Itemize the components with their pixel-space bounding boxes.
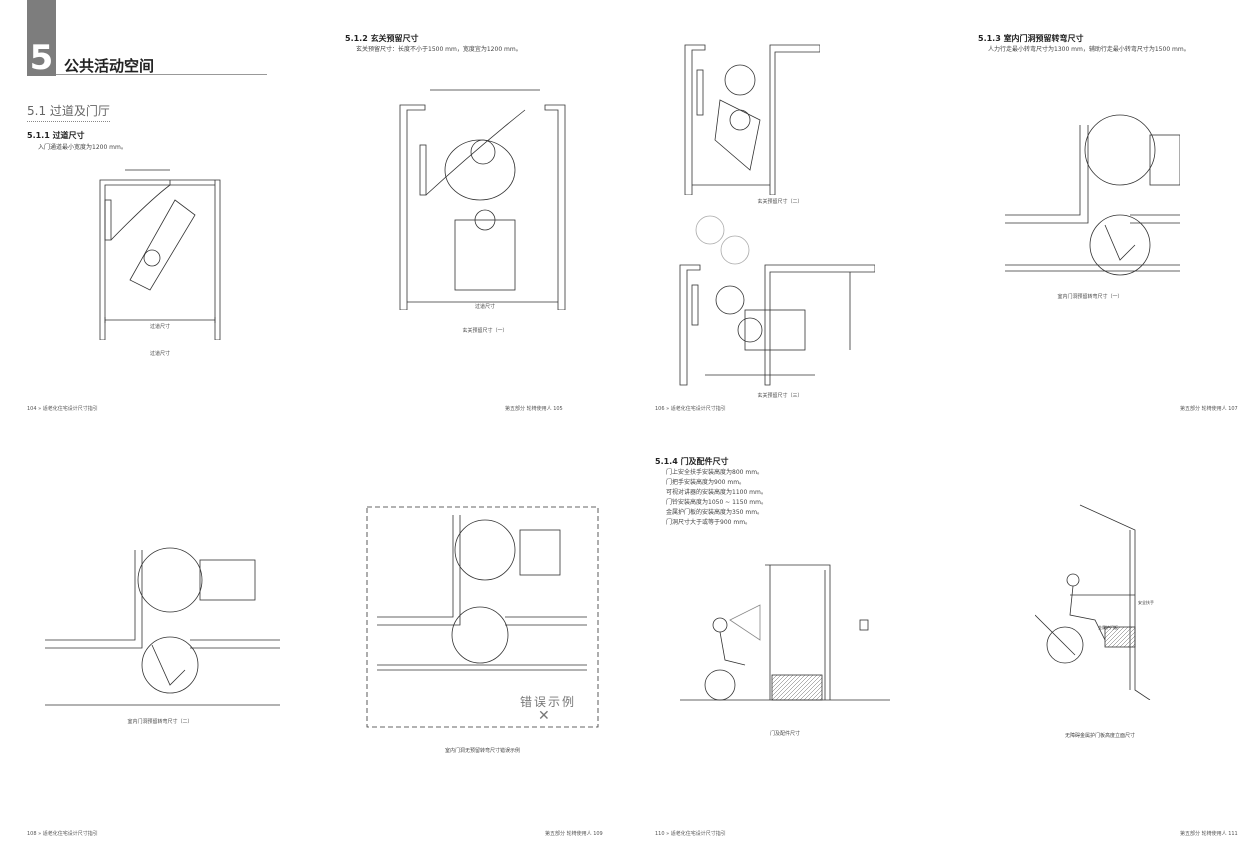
figure-caption: 无障碍金属护门板高度立面尺寸 <box>1064 733 1135 739</box>
footer-right: 第五部分 轮椅使用人 105 <box>505 406 563 412</box>
figure-caption: 过道尺寸 <box>149 351 170 357</box>
figure-caption: 室内门洞预留转弯尺寸（二） <box>127 719 193 725</box>
section-title: 5.1 过道及门厅 <box>27 102 110 122</box>
divider <box>56 74 267 75</box>
footer-left: 104 » 适老化住宅设计尺寸指引 <box>27 406 98 412</box>
chapter-number-block <box>27 0 56 76</box>
chapter-title: 公共活动空间 <box>64 57 155 75</box>
footer-left: 110 » 适老化住宅设计尺寸指引 <box>655 831 726 837</box>
subsection-text-list: 门上安全扶手安装高度为800 mm。 门把手安装高度为900 mm。 可视对讲器… <box>666 468 767 528</box>
chapter-number: 5 <box>29 38 54 78</box>
metal-plate-drawing <box>1035 504 1151 700</box>
turn-drawing-2 <box>45 547 280 706</box>
footer-left: 106 » 适老化住宅设计尺寸指引 <box>655 406 726 412</box>
subsection-title: 5.1.2 玄关预留尺寸 <box>345 34 419 43</box>
turn-drawing-1 <box>1005 114 1180 276</box>
dimension-label: 过道尺寸 <box>149 324 170 330</box>
subsection-text: 玄关预留尺寸：长度不小于1500 mm，宽度宜为1200 mm。 <box>356 46 522 53</box>
subsection-title: 5.1.3 室内门洞预留转弯尺寸 <box>978 34 1084 43</box>
text-line: 门铃安装高度为1050 ~ 1150 mm。 <box>666 499 767 506</box>
foyer-drawing-3 <box>679 215 875 386</box>
text-line: 门洞尺寸大于或等于900 mm。 <box>666 519 752 526</box>
text-line: 金属护门板的安装高度为350 mm。 <box>666 509 764 516</box>
wrong-example-label: 错误示例 <box>520 695 577 709</box>
subsection-title: 5.1.1 过道尺寸 <box>27 131 85 140</box>
footer-left: 108 » 适老化住宅设计尺寸指引 <box>27 831 98 837</box>
figure-caption: 玄关预留尺寸（二） <box>757 199 803 205</box>
foyer-drawing-2 <box>684 44 820 195</box>
wrong-mark-icon: ✕ <box>538 708 550 724</box>
footer-right: 第五部分 轮椅使用人 109 <box>545 831 603 837</box>
figure-caption: 门及配件尺寸 <box>769 731 800 737</box>
corridor-drawing <box>99 169 221 340</box>
foyer-drawing-1 <box>399 89 566 310</box>
subsection-title: 5.1.4 门及配件尺寸 <box>655 457 729 466</box>
figure-caption: 室内门洞预留转弯尺寸（一） <box>1057 294 1123 300</box>
dimension-label: 过道尺寸 <box>474 304 495 310</box>
text-line: 可视对讲器的安装高度为1100 mm。 <box>666 489 767 496</box>
text-line: 门把手安装高度为900 mm。 <box>666 479 746 486</box>
figure-caption: 玄关预留尺寸（一） <box>462 328 508 334</box>
figure-caption: 玄关预留尺寸（三） <box>757 393 803 399</box>
subsection-text: 人力行走最小转弯尺寸为1300 mm，辅助行走最小转弯尺寸为1500 mm。 <box>988 46 1190 53</box>
wrong-example-drawing <box>366 506 599 728</box>
door-elevation-drawing <box>680 564 890 701</box>
metal-plate-label: 金属护门板 <box>1098 625 1118 630</box>
text-line: 门上安全扶手安装高度为800 mm。 <box>666 469 764 476</box>
subsection-text: 入门通道最小宽度为1200 mm。 <box>38 144 127 151</box>
footer-right: 第五部分 轮椅使用人 107 <box>1180 406 1238 412</box>
figure-caption: 室内门洞无预留转弯尺寸错误示例 <box>444 748 520 754</box>
handrail-label: 安全扶手 <box>1138 600 1154 605</box>
footer-right: 第五部分 轮椅使用人 111 <box>1180 831 1238 837</box>
